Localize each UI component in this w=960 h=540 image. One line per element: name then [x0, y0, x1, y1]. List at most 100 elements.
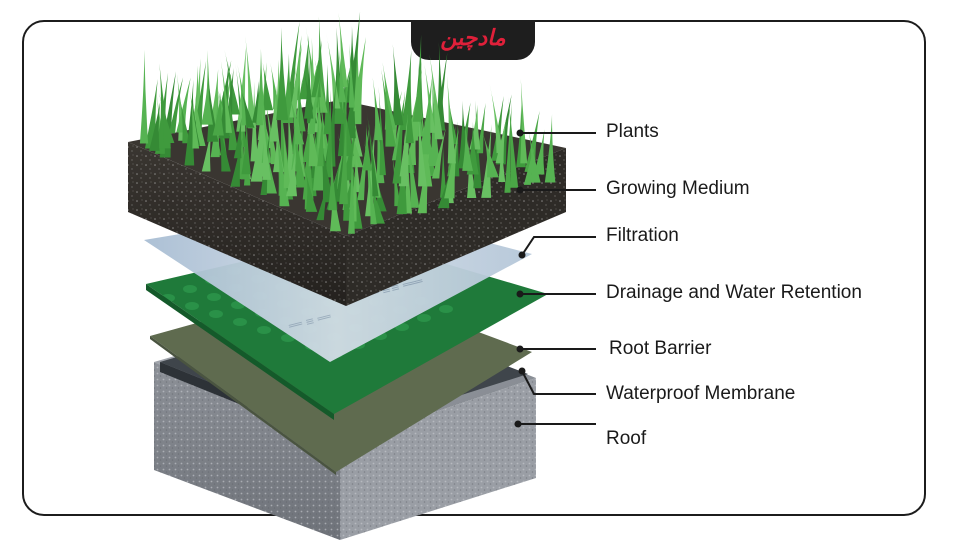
grass-blade [262, 62, 274, 111]
grass-blade [316, 93, 326, 149]
grass-blade [365, 105, 379, 197]
grass-blade [508, 96, 519, 188]
grass-blade [348, 11, 361, 100]
grass-blade [250, 115, 263, 182]
grass-blade [201, 76, 213, 125]
grass-blade [328, 151, 337, 211]
grass-blade [149, 101, 161, 151]
grass-blade [419, 93, 433, 187]
grass-blade [423, 56, 436, 133]
drainage-dimple [417, 314, 431, 322]
grass-blade [482, 132, 499, 178]
grass-blade [282, 120, 291, 189]
grass-blade [373, 169, 387, 212]
grass-blade [270, 63, 280, 110]
grass-blade [207, 73, 219, 142]
grass-blade [290, 76, 303, 153]
grass-blade [241, 119, 251, 175]
leader-dot [518, 367, 526, 375]
drainage-dimple [233, 318, 247, 326]
leader-lines [514, 129, 596, 428]
grass-blade [350, 142, 358, 222]
grass-blade [504, 102, 512, 193]
grass-blade [291, 77, 301, 170]
grass-blade [233, 117, 242, 159]
grass-blade [416, 97, 427, 187]
grass-blade [339, 78, 354, 157]
grass-blade [325, 31, 341, 109]
grass-blade [317, 106, 324, 167]
grass-blade [428, 46, 444, 140]
grass-blade [406, 69, 423, 141]
label-root-barrier: Root Barrier [609, 338, 712, 359]
grass-blade [392, 91, 406, 184]
grass-blade [158, 92, 175, 143]
grass-blade [224, 49, 241, 115]
grass-blade [317, 122, 334, 203]
grass-blade [169, 77, 184, 134]
leader-dot [516, 186, 524, 194]
drainage-dimple [257, 326, 271, 334]
grass-blade [372, 77, 383, 141]
grass-blade [286, 149, 298, 197]
grass-blade [227, 89, 239, 151]
grass-blade [212, 91, 224, 136]
drainage-dimple [439, 305, 453, 313]
grass-blade [159, 63, 171, 149]
grass-blade [444, 127, 459, 199]
leader-dot [516, 129, 524, 137]
grass-blade [347, 117, 364, 168]
plants-layer [139, 11, 556, 234]
grass-blade [348, 43, 355, 108]
grass-blade [431, 128, 446, 179]
grass-blade [215, 108, 231, 172]
grass-blade [303, 59, 314, 119]
grass-blade [495, 118, 507, 164]
leader-line [521, 370, 596, 395]
grass-blade [339, 110, 348, 205]
grass-blade [276, 27, 289, 121]
grass-blade [462, 123, 473, 171]
grass-blade [344, 66, 356, 139]
grass-blade [288, 91, 305, 145]
grass-blade [405, 114, 418, 165]
leader-dot [516, 290, 524, 298]
grass-blade [292, 35, 302, 101]
grass-blade [286, 98, 297, 185]
grass-blade [419, 75, 433, 155]
grass-blade [380, 62, 396, 147]
grass-blade [469, 104, 481, 150]
grass-blade [399, 97, 410, 177]
grass-blade [368, 176, 385, 224]
grass-blade [279, 88, 290, 172]
grass-blade [391, 152, 401, 207]
grass-blade [289, 43, 303, 118]
grass-blade [417, 133, 432, 214]
grass-blade [412, 61, 422, 122]
grass-blade [268, 85, 279, 142]
grass-blade [376, 103, 385, 184]
grass-blade [405, 80, 414, 144]
grass-blade [189, 90, 200, 149]
grass-blade [341, 158, 352, 221]
grass-blade [245, 35, 257, 129]
grass-blade [201, 128, 212, 172]
drainage-dimple [185, 302, 199, 310]
grass-blade [261, 104, 271, 180]
grass-blade [176, 77, 191, 133]
grass-blade [274, 117, 290, 207]
grass-blade [338, 49, 346, 103]
drainage-dimple [207, 293, 221, 301]
grass-blade [292, 117, 306, 188]
grass-blade [237, 64, 251, 126]
grass-blade [362, 124, 372, 171]
grass-blade [481, 123, 492, 198]
label-waterproof-membrane: Waterproof Membrane [606, 383, 796, 404]
grass-blade [323, 64, 332, 135]
grass-blade [230, 137, 243, 187]
logo-badge: مادچین [411, 20, 535, 60]
leader-dot [514, 420, 522, 428]
grass-blade [326, 163, 340, 210]
grass-blade [353, 42, 361, 112]
drainage-dimple [183, 285, 197, 293]
